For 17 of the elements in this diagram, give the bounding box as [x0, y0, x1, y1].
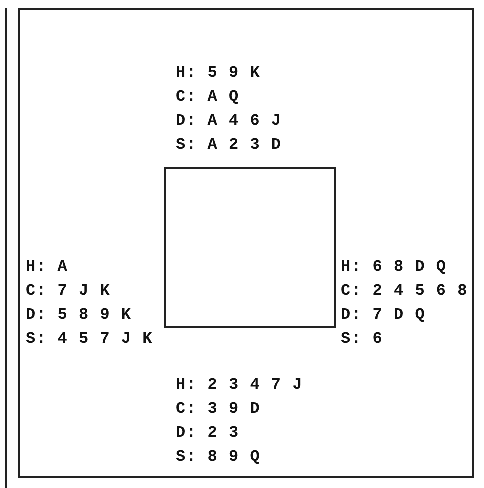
hand-line: D: 7 D Q [341, 306, 426, 324]
hand-line: S: 4 5 7 J K [26, 330, 154, 348]
hand-line: C: A Q [176, 88, 240, 106]
hand-line: C: 3 9 D [176, 400, 261, 418]
hand-line: C: 2 4 5 6 8 [341, 282, 468, 300]
hand-line: D: 2 3 [176, 424, 240, 442]
hand-line: C: 7 J K [26, 282, 111, 300]
hand-line: H: A [26, 258, 68, 276]
hand-line: D: 5 8 9 K [26, 306, 132, 324]
hand-line: S: 6 [341, 330, 384, 348]
hand-line: H: 2 3 4 7 J [176, 376, 304, 394]
table-square [164, 167, 336, 328]
hand-line: D: A 4 6 J [176, 112, 282, 130]
hand-line: S: A 2 3 D [176, 136, 282, 154]
hand-line: H: 6 8 D Q [341, 258, 448, 276]
hand-line: H: 5 9 K [176, 64, 261, 82]
hand-line: S: 8 9 Q [176, 448, 261, 466]
